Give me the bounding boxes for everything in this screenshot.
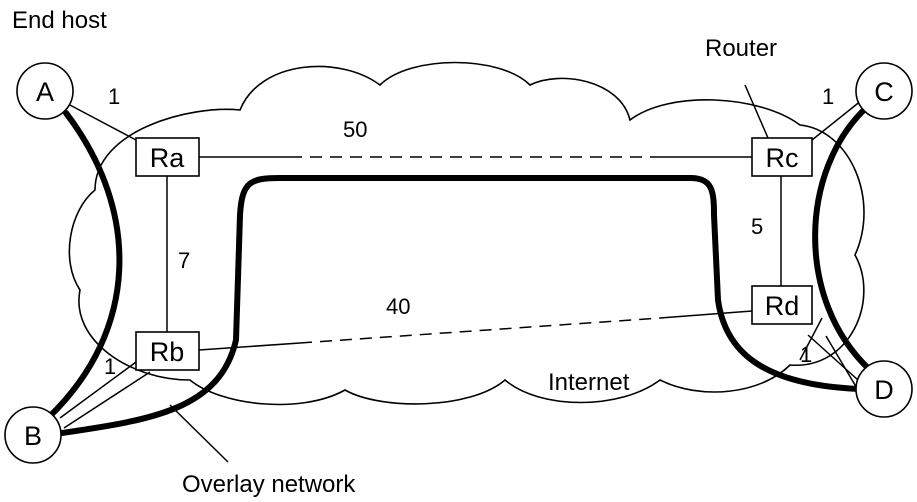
overlay-path-a-b bbox=[45, 110, 123, 421]
host-d-label: D bbox=[874, 375, 894, 405]
overlay-path-c-d bbox=[812, 105, 873, 373]
cost-ra-rb: 7 bbox=[178, 248, 190, 273]
host-d: D bbox=[855, 360, 913, 418]
internet-cloud bbox=[68, 61, 865, 406]
router-ra-label: Ra bbox=[150, 143, 185, 173]
end-host-label: End host bbox=[12, 7, 107, 34]
link-rb-rd-solid-left bbox=[198, 342, 301, 351]
cost-d-rd: 1 bbox=[800, 342, 812, 367]
link-a-ra bbox=[67, 103, 137, 141]
link-rb-rd-dashed bbox=[299, 317, 661, 344]
cost-a-ra: 1 bbox=[108, 84, 120, 109]
cost-rc-rd: 5 bbox=[751, 214, 763, 239]
host-a-label: A bbox=[36, 77, 54, 107]
host-c: C bbox=[855, 62, 913, 120]
internet-label: Internet bbox=[548, 369, 630, 396]
router-rb: Rb bbox=[135, 331, 200, 371]
router-rb-label: Rb bbox=[150, 337, 185, 367]
link-c-rc bbox=[811, 99, 863, 141]
cost-b-rb: 1 bbox=[104, 354, 116, 379]
router-rc: Rc bbox=[751, 137, 813, 177]
router-label: Router bbox=[705, 35, 777, 62]
link-d-rd-1 bbox=[807, 334, 859, 381]
host-a: A bbox=[16, 62, 74, 120]
router-label-leader bbox=[744, 84, 769, 139]
host-c-label: C bbox=[874, 77, 894, 107]
link-b-rb-1 bbox=[59, 361, 137, 419]
overlay-network-label: Overlay network bbox=[182, 471, 356, 498]
overlay-path-b-d bbox=[59, 175, 863, 436]
link-rb-rd-solid-right bbox=[659, 310, 753, 319]
router-rd-label: Rd bbox=[765, 291, 800, 321]
cost-rb-rd: 40 bbox=[386, 294, 410, 319]
host-b-label: B bbox=[24, 421, 42, 451]
internet-label-leader bbox=[799, 317, 823, 361]
router-rd: Rd bbox=[751, 285, 813, 325]
cost-c-rc: 1 bbox=[822, 84, 834, 109]
host-b: B bbox=[4, 406, 62, 464]
router-ra: Ra bbox=[135, 137, 200, 177]
link-b-rb-2 bbox=[63, 371, 151, 429]
link-d-rd-2 bbox=[825, 335, 859, 391]
cost-ra-rc: 50 bbox=[343, 117, 367, 142]
router-rc-label: Rc bbox=[766, 143, 799, 173]
overlay-label-leader bbox=[169, 404, 229, 463]
